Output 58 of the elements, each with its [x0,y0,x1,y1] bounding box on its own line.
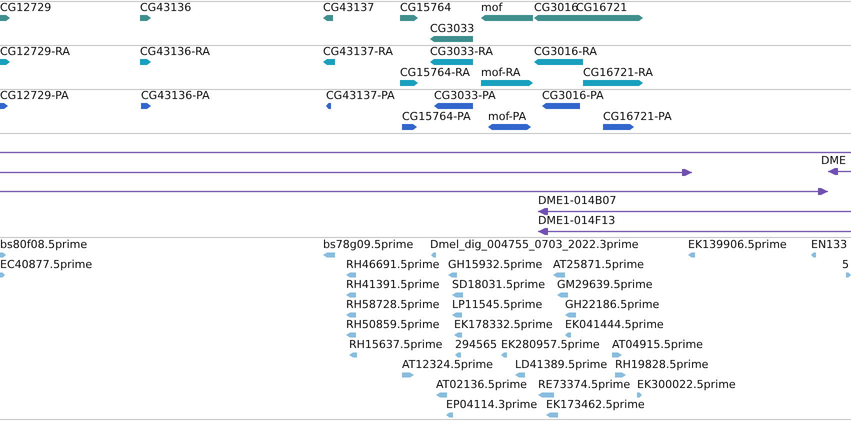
feature-label: RH41391.5prime [346,278,440,291]
feature-label: LD41389.5prime [515,358,608,371]
feature-label: EK139906.5prime [688,238,787,251]
feature-label: EP04114.3prime [446,398,538,411]
feature-label: CG3016-RA [534,45,597,58]
feature-label: CG15764 [400,1,452,14]
feature-label: AT12324.5prime [402,358,493,371]
feature-label: LP11545.5prime [452,298,542,311]
feature-label: CG43136 [140,1,192,14]
feature-label: AT02136.5prime [436,378,527,391]
feature-label: CG12729-PA [0,89,69,102]
feature-label: mof-RA [481,66,520,79]
feature-label: RH15637.5prime [349,338,442,351]
feature-label: CG16721-RA [583,66,653,79]
feature-label: SD18031.5prime [452,278,545,291]
feature-label: EK041444.5prime [565,318,664,331]
feature-label: AT25871.5prime [553,258,644,271]
feature-label: CG43137-RA [323,45,393,58]
feature-label: RH19828.5prime [615,358,708,371]
feature-label: GH22186.5prime [565,298,660,311]
feature-label: DME [821,154,846,167]
feature-label: CG16721-PA [603,110,672,123]
feature-label: CG3033-RA [430,45,493,58]
feature-label: CG43137 [323,1,374,14]
feature-label: bs80f08.5prime [0,238,88,251]
feature-label: CG12729 [0,1,52,14]
feature-label: RH46691.5prime [346,258,440,271]
feature-label: GM29639.5prime [557,278,653,291]
feature-label: EC40877.5prime [0,258,92,271]
feature-label: mof-PA [488,110,526,123]
feature-label: RH58728.5prime [346,298,440,311]
feature-label: RH50859.5prime [346,318,440,331]
feature-label: RE73374.5prime [538,378,630,391]
feature-label: CG16721 [576,1,628,14]
feature-label: 294565 [455,338,497,351]
feature-label: GH15932.5prime [448,258,542,271]
feature-label: mof [481,1,502,14]
feature-label: 5 [842,258,849,271]
feature-label: CG3033-PA [434,89,496,102]
feature-label: EK300022.5prime [637,378,736,391]
feature-label: CG15764-RA [400,66,470,79]
feature-label: bs78g09.5prime [323,238,414,251]
feature-label: CG3016 [534,1,578,14]
feature-label: EK178332.5prime [454,318,553,331]
feature-label: CG43137-PA [326,89,395,102]
feature-label: CG3016-PA [542,89,604,102]
feature-label: CG12729-RA [0,45,70,58]
feature-label: CG3033 [430,22,474,35]
feature-label: CG43136-RA [140,45,210,58]
feature-label: DME1-014F13 [538,214,616,227]
feature-label: EK280957.5prime [501,338,600,351]
feature-label: DME1-014B07 [538,194,616,207]
feature-label: CG43136-PA [141,89,210,102]
feature-label: EK173462.5prime [546,398,645,411]
feature-label: EN133 [811,238,848,251]
feature-label: CG15764-PA [402,110,471,123]
feature-label: Dmel_dig_004755_0703_2022.3prime [430,238,639,251]
feature-label: AT04915.5prime [612,338,703,351]
